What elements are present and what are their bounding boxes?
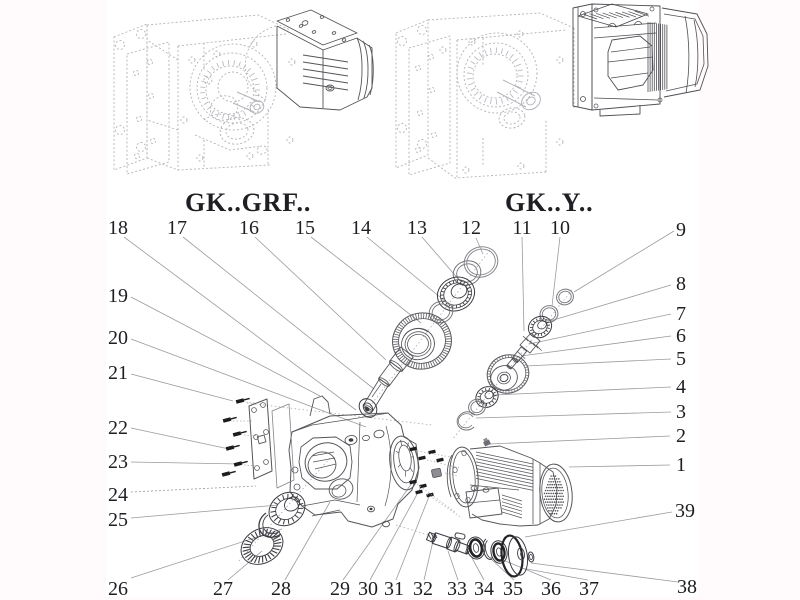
svg-text:5: 5: [676, 348, 686, 370]
svg-text:26: 26: [108, 578, 128, 600]
svg-text:6: 6: [676, 325, 686, 347]
svg-text:12: 12: [461, 217, 481, 239]
svg-text:14: 14: [351, 217, 371, 239]
svg-text:18: 18: [108, 217, 128, 239]
svg-text:36: 36: [541, 578, 561, 600]
svg-text:33: 33: [447, 578, 467, 600]
svg-text:34: 34: [474, 578, 494, 600]
svg-text:17: 17: [167, 217, 187, 239]
svg-text:24: 24: [108, 484, 128, 506]
svg-text:15: 15: [295, 217, 315, 239]
svg-text:27: 27: [213, 578, 233, 600]
svg-text:28: 28: [271, 578, 291, 600]
svg-text:39: 39: [675, 500, 695, 522]
svg-text:3: 3: [676, 401, 686, 423]
svg-text:31: 31: [384, 578, 404, 600]
svg-text:GK..GRF..: GK..GRF..: [185, 188, 311, 217]
svg-text:23: 23: [108, 451, 128, 473]
svg-text:1: 1: [676, 454, 686, 476]
svg-text:GK..Y..: GK..Y..: [505, 188, 593, 217]
svg-text:22: 22: [108, 417, 128, 439]
svg-text:30: 30: [358, 578, 378, 600]
svg-text:2: 2: [676, 425, 686, 447]
svg-text:20: 20: [108, 327, 128, 349]
svg-text:25: 25: [108, 509, 128, 531]
svg-text:8: 8: [676, 273, 686, 295]
svg-text:29: 29: [330, 578, 350, 600]
svg-text:38: 38: [677, 576, 697, 598]
svg-text:35: 35: [503, 578, 523, 600]
svg-text:7: 7: [676, 303, 686, 325]
svg-text:10: 10: [550, 217, 570, 239]
svg-text:21: 21: [108, 362, 128, 384]
svg-text:13: 13: [407, 217, 427, 239]
svg-text:4: 4: [676, 376, 686, 398]
svg-text:19: 19: [108, 285, 128, 307]
svg-text:9: 9: [676, 219, 686, 241]
svg-text:11: 11: [512, 217, 531, 239]
svg-text:16: 16: [239, 217, 259, 239]
svg-text:32: 32: [413, 578, 433, 600]
svg-text:37: 37: [579, 578, 599, 600]
